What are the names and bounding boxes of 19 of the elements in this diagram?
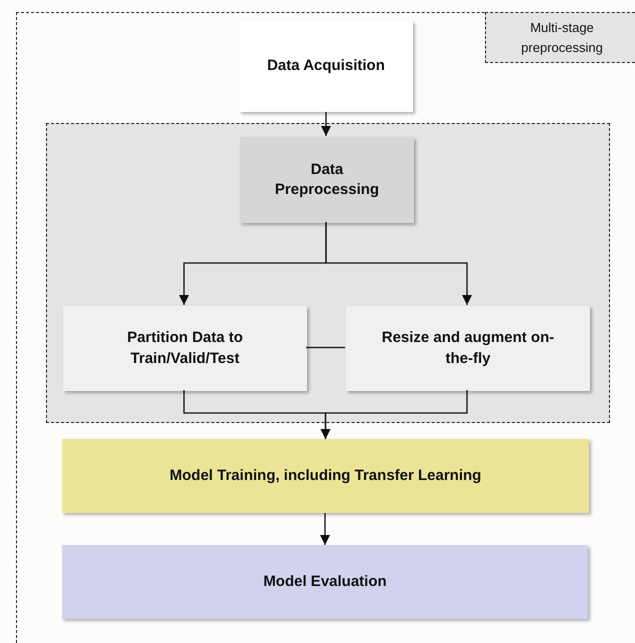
- box-label: Data Acquisition: [267, 56, 385, 76]
- process-box: [346, 306, 590, 391]
- process-box: [240, 137, 414, 223]
- dashed-group-box: [46, 123, 610, 423]
- arrow: [320, 390, 468, 439]
- box-label: Model Training, including Transfer Learning: [170, 466, 482, 486]
- arrow: [325, 222, 472, 305]
- connector-line: [306, 346, 345, 348]
- box-label: Partition Data to Train/Valid/Test: [126, 328, 244, 368]
- box-label: Model Evaluation: [263, 572, 387, 592]
- arrow: [321, 112, 331, 136]
- box-label: Resize and augment on-the-fly: [380, 328, 556, 368]
- arrow: [320, 513, 330, 545]
- legend-text: Multi-stage preprocessing: [520, 19, 604, 57]
- process-box: [62, 545, 588, 619]
- process-box: [62, 439, 589, 513]
- box-label: Data Preprocessing: [274, 160, 380, 200]
- process-box: [63, 306, 307, 391]
- process-box: [239, 21, 413, 112]
